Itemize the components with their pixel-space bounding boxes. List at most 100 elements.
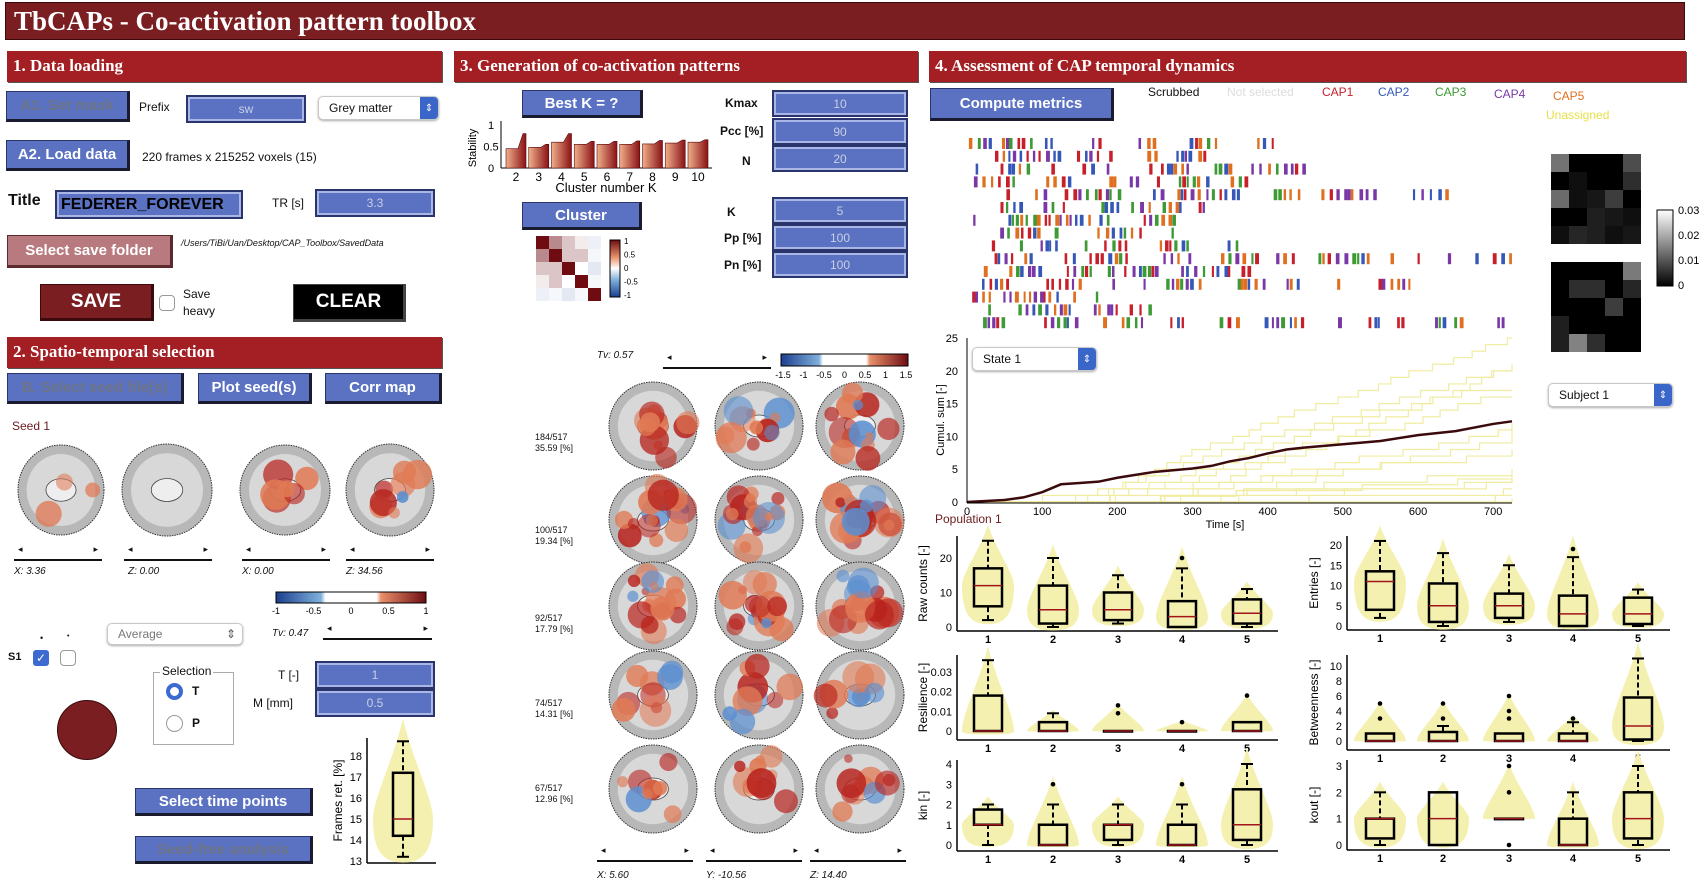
- activation-blob: [723, 503, 744, 524]
- raster-tick: [1000, 202, 1004, 213]
- outlier: [1506, 708, 1512, 714]
- cap-slider-z[interactable]: ◂▸: [810, 842, 906, 862]
- title-input[interactable]: FEDERER_FOREVER: [55, 190, 243, 219]
- average-select[interactable]: Average⇕: [107, 623, 243, 645]
- raster-tick: [1198, 150, 1203, 162]
- set-mask-button[interactable]: A1. Set mask: [6, 91, 130, 122]
- raster-tick: [1109, 176, 1114, 188]
- raster-tick: [1053, 304, 1057, 316]
- k-input[interactable]: 5: [772, 197, 908, 224]
- raster-tick: [1084, 240, 1088, 252]
- pn-input[interactable]: 100: [772, 251, 908, 278]
- activation-blob: [733, 533, 764, 563]
- stability-bar: [664, 139, 686, 169]
- subject-cumsum-line: [967, 449, 1513, 503]
- raster-tick: [1068, 304, 1071, 316]
- transition-cell: [1587, 280, 1605, 298]
- raster-tick: [1018, 163, 1022, 175]
- raster-tick: [988, 138, 992, 149]
- s1-checkbox[interactable]: [60, 650, 76, 666]
- x-tick-label: 3: [1115, 743, 1121, 755]
- load-data-button[interactable]: A2. Load data: [6, 140, 130, 171]
- t-input[interactable]: 1: [315, 661, 435, 689]
- stability-bar: [596, 141, 618, 169]
- cap-count: 74/517: [535, 698, 563, 708]
- cap-brain: [608, 561, 698, 651]
- activation-blob: [848, 567, 879, 599]
- brain-white-matter: [824, 484, 896, 556]
- cluster-button[interactable]: Cluster: [522, 202, 642, 230]
- raster-tick: [1186, 176, 1189, 188]
- m-input[interactable]: 0.5: [315, 689, 435, 717]
- plot-seed-button[interactable]: Plot seed(s): [198, 373, 312, 404]
- brain-white-matter: [824, 659, 896, 731]
- raster-tick: [1166, 163, 1171, 175]
- dot-marker: •: [67, 633, 70, 640]
- raster-tick: [1009, 291, 1012, 303]
- cap-brain: [714, 475, 804, 565]
- activation-blob: [663, 805, 682, 824]
- legend-cap4: CAP4: [1494, 87, 1526, 101]
- seed-slider-1[interactable]: ◂▸: [14, 541, 102, 561]
- activation-blob: [753, 501, 785, 534]
- raster-tick: [1166, 278, 1170, 290]
- tv-slider[interactable]: ◂▸: [323, 620, 432, 640]
- cap-brain: [714, 561, 804, 651]
- select-time-points-button[interactable]: Select time points: [135, 788, 313, 816]
- prefix-input[interactable]: sw: [186, 95, 306, 123]
- state-select[interactable]: State 1⇕: [972, 347, 1097, 371]
- seed-slider-4[interactable]: ◂▸: [346, 541, 434, 561]
- clear-button[interactable]: CLEAR: [293, 284, 406, 322]
- activation-blob: [642, 780, 663, 800]
- seed-slider-2[interactable]: ◂▸: [124, 541, 212, 561]
- activation-blob: [758, 519, 768, 529]
- tv-slider[interactable]: ◂▸: [663, 349, 771, 369]
- raster-tick: [1119, 253, 1123, 265]
- raster-tick: [1236, 317, 1240, 329]
- activation-blob: [647, 479, 679, 511]
- s1-checkbox-checked[interactable]: ✓: [33, 650, 49, 666]
- kmax-input[interactable]: 10: [772, 90, 908, 117]
- raster-tick: [1300, 317, 1305, 329]
- tr-input[interactable]: 3.3: [315, 189, 435, 217]
- colorbar-tick: -1.5: [775, 370, 791, 380]
- activation-blob: [729, 708, 756, 735]
- title-label: Title: [8, 192, 41, 209]
- cap-slider-x[interactable]: ◂▸: [597, 842, 693, 862]
- n-input[interactable]: 20: [772, 145, 908, 172]
- seed-color-indicator[interactable]: [57, 700, 117, 760]
- cap-slider-y[interactable]: ◂▸: [706, 842, 802, 862]
- save-heavy-checkbox[interactable]: [159, 295, 175, 311]
- radio-p[interactable]: [166, 715, 183, 732]
- corr-map-button[interactable]: Corr map: [325, 373, 442, 404]
- subject-select[interactable]: Subject 1⇕: [1548, 383, 1673, 407]
- x-tick-label: 1: [985, 634, 991, 646]
- raster-tick: [1244, 176, 1249, 188]
- select-save-folder-button[interactable]: Select save folder: [7, 235, 173, 268]
- pp-input[interactable]: 100: [772, 224, 908, 251]
- box: [1231, 788, 1263, 842]
- x-tick-label: 5: [581, 170, 588, 184]
- raster-tick: [1005, 138, 1010, 149]
- y-axis-label: kin [-]: [916, 791, 930, 820]
- activation-blob: [611, 697, 636, 722]
- raster-tick: [1111, 227, 1115, 239]
- seed-free-analysis-button[interactable]: Seed-free analysis: [135, 836, 313, 864]
- y-tick-label: 20: [1330, 540, 1342, 552]
- violin: [1092, 565, 1144, 626]
- compute-metrics-button[interactable]: Compute metrics: [930, 88, 1114, 121]
- mask-select[interactable]: Grey matter⇕: [318, 96, 439, 120]
- brain-outline: [608, 475, 698, 565]
- activation-blob: [835, 394, 862, 420]
- radio-t[interactable]: [166, 683, 183, 700]
- save-heavy-label: Save heavy: [183, 287, 216, 318]
- seed-slider-3[interactable]: ◂▸: [242, 541, 330, 561]
- select-seed-button[interactable]: B. Select seed file(s): [7, 373, 184, 404]
- raster-tick: [1124, 266, 1127, 277]
- outlier: [1440, 701, 1446, 706]
- save-button[interactable]: SAVE: [40, 284, 154, 321]
- raster-tick: [1322, 253, 1325, 265]
- pcc-input[interactable]: 90: [772, 118, 908, 145]
- best-k-button[interactable]: Best K = ?: [522, 90, 643, 118]
